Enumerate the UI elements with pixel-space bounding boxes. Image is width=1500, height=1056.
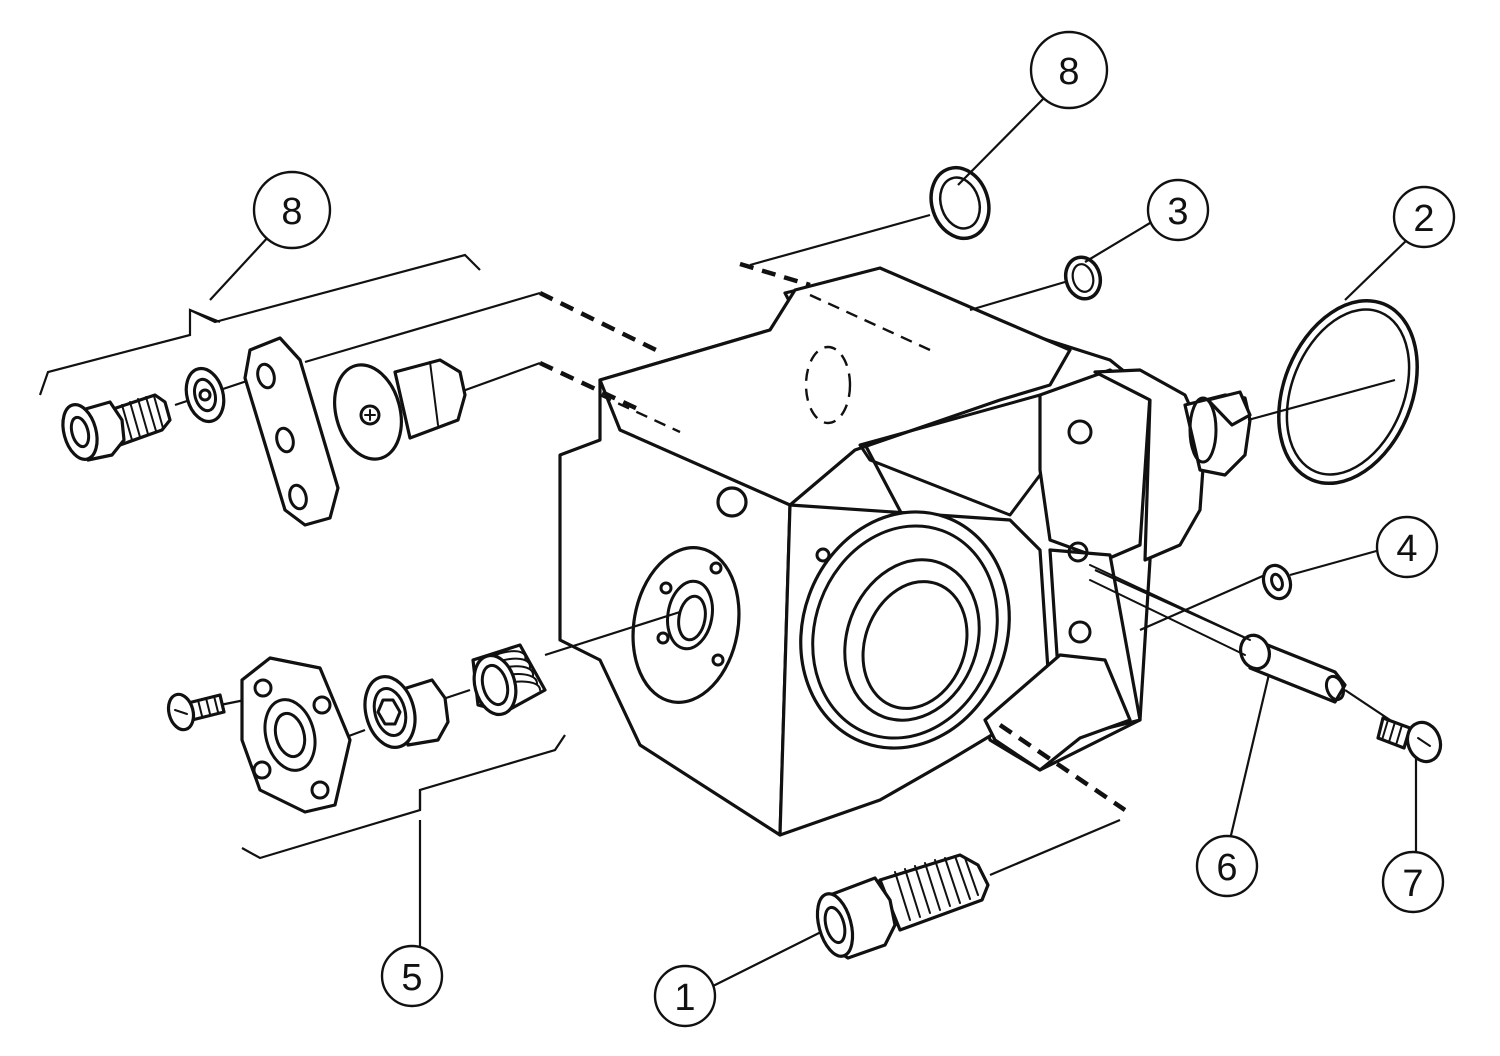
callout-2-label: 2 <box>1413 198 1434 240</box>
cover-plate-assembly-part-5 <box>166 643 547 814</box>
spindle-shaft <box>1093 368 1252 562</box>
callout-4: 4 <box>1375 515 1439 579</box>
pin-part-6 <box>1089 564 1347 704</box>
callout-5-label: 5 <box>401 957 422 999</box>
callout-7-label: 7 <box>1402 863 1423 905</box>
dashed-assembly-lines <box>539 261 1127 812</box>
callout-4-label: 4 <box>1396 528 1417 570</box>
callout-8-top: 8 <box>1029 30 1109 110</box>
o-ring-part-3 <box>1063 255 1103 301</box>
callout-5: 5 <box>380 944 444 1008</box>
screw-part-7 <box>1376 716 1443 764</box>
cap-screw-part-1 <box>815 853 990 960</box>
housing-body <box>558 266 1162 837</box>
callout-6-label: 6 <box>1216 847 1237 889</box>
washer-part-4 <box>1261 563 1293 601</box>
callout-8-left: 8 <box>252 170 332 250</box>
leader-lines <box>38 94 1418 991</box>
callout-7: 7 <box>1381 850 1445 914</box>
callout-1-label: 1 <box>674 977 695 1019</box>
callout-8-top-label: 8 <box>1058 51 1079 93</box>
link-assembly-part-8-left <box>61 336 467 527</box>
o-ring-part-2 <box>1277 298 1419 486</box>
callout-3: 3 <box>1146 178 1210 242</box>
callout-8-left-label: 8 <box>281 191 302 233</box>
callout-3-label: 3 <box>1167 191 1188 233</box>
o-ring-part-8-top <box>929 165 991 241</box>
callout-2: 2 <box>1392 185 1456 249</box>
callout-1: 1 <box>653 964 717 1028</box>
callout-6: 6 <box>1195 834 1259 898</box>
